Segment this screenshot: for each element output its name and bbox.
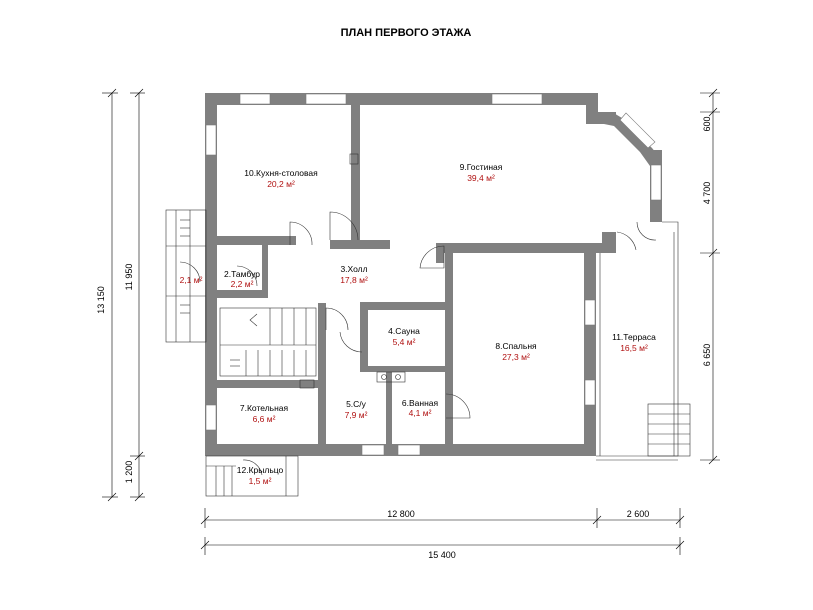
- room-area: 20,2 м²: [267, 179, 295, 189]
- room-area: 6,6 м²: [253, 414, 276, 424]
- room-area: 7,9 м²: [345, 410, 368, 420]
- dim-bottom-main: 12 800: [387, 509, 415, 519]
- fixtures: [299, 153, 406, 389]
- dim-right-bottom: 6 650: [702, 344, 712, 367]
- room-area: 16,5 м²: [620, 343, 648, 353]
- room-name: 8.Спальня: [495, 341, 537, 351]
- room-name: 6.Ванная: [402, 398, 439, 408]
- dimension-labels: 12 800 2 600 15 400 13 150 11 950 1 200 …: [96, 116, 712, 560]
- room-name: 2.Тамбур: [224, 269, 260, 279]
- terrace: [596, 221, 691, 461]
- dim-right-mid: 4 700: [702, 182, 712, 205]
- room-area: 1,5 м²: [249, 476, 272, 486]
- room-area: 5,4 м²: [393, 337, 416, 347]
- room-area: 2,2 м²: [231, 279, 254, 289]
- room-area: 17,8 м²: [340, 275, 368, 285]
- room-area: 4,1 м²: [409, 408, 432, 418]
- room-name: 3.Холл: [340, 264, 367, 274]
- room-name: 7.Котельная: [240, 403, 289, 413]
- interior-walls: [210, 104, 453, 449]
- dimension-lines: [102, 88, 720, 555]
- doors: [179, 211, 657, 476]
- dim-bottom-total: 15 400: [428, 550, 456, 560]
- staircase: [219, 307, 317, 377]
- room-area: 27,3 м²: [502, 352, 530, 362]
- dim-left-porch: 1 200: [124, 461, 134, 484]
- windows: [205, 93, 662, 456]
- room-area: 39,4 м²: [467, 173, 495, 183]
- room-labels: 10.Кухня-столовая 20,2 м² 9.Гостиная 39,…: [180, 162, 657, 486]
- room-name: 4.Сауна: [388, 326, 420, 336]
- room-name: 9.Гостиная: [460, 162, 503, 172]
- room-name: 11.Терраса: [612, 332, 656, 342]
- dim-bottom-terrace: 2 600: [627, 509, 650, 519]
- extra-area-label: 2,1 м²: [180, 275, 203, 285]
- room-name: 12.Крыльцо: [237, 465, 284, 475]
- plan-title: ПЛАН ПЕРВОГО ЭТАЖА: [341, 27, 472, 39]
- dim-left-house: 11 950: [124, 264, 134, 291]
- dim-right-top: 600: [702, 116, 712, 131]
- dim-left-total: 13 150: [96, 286, 106, 314]
- porch: [205, 455, 299, 497]
- room-name: 5.С/у: [346, 399, 367, 409]
- room-name: 10.Кухня-столовая: [244, 168, 318, 178]
- entrance-steps: [165, 209, 207, 343]
